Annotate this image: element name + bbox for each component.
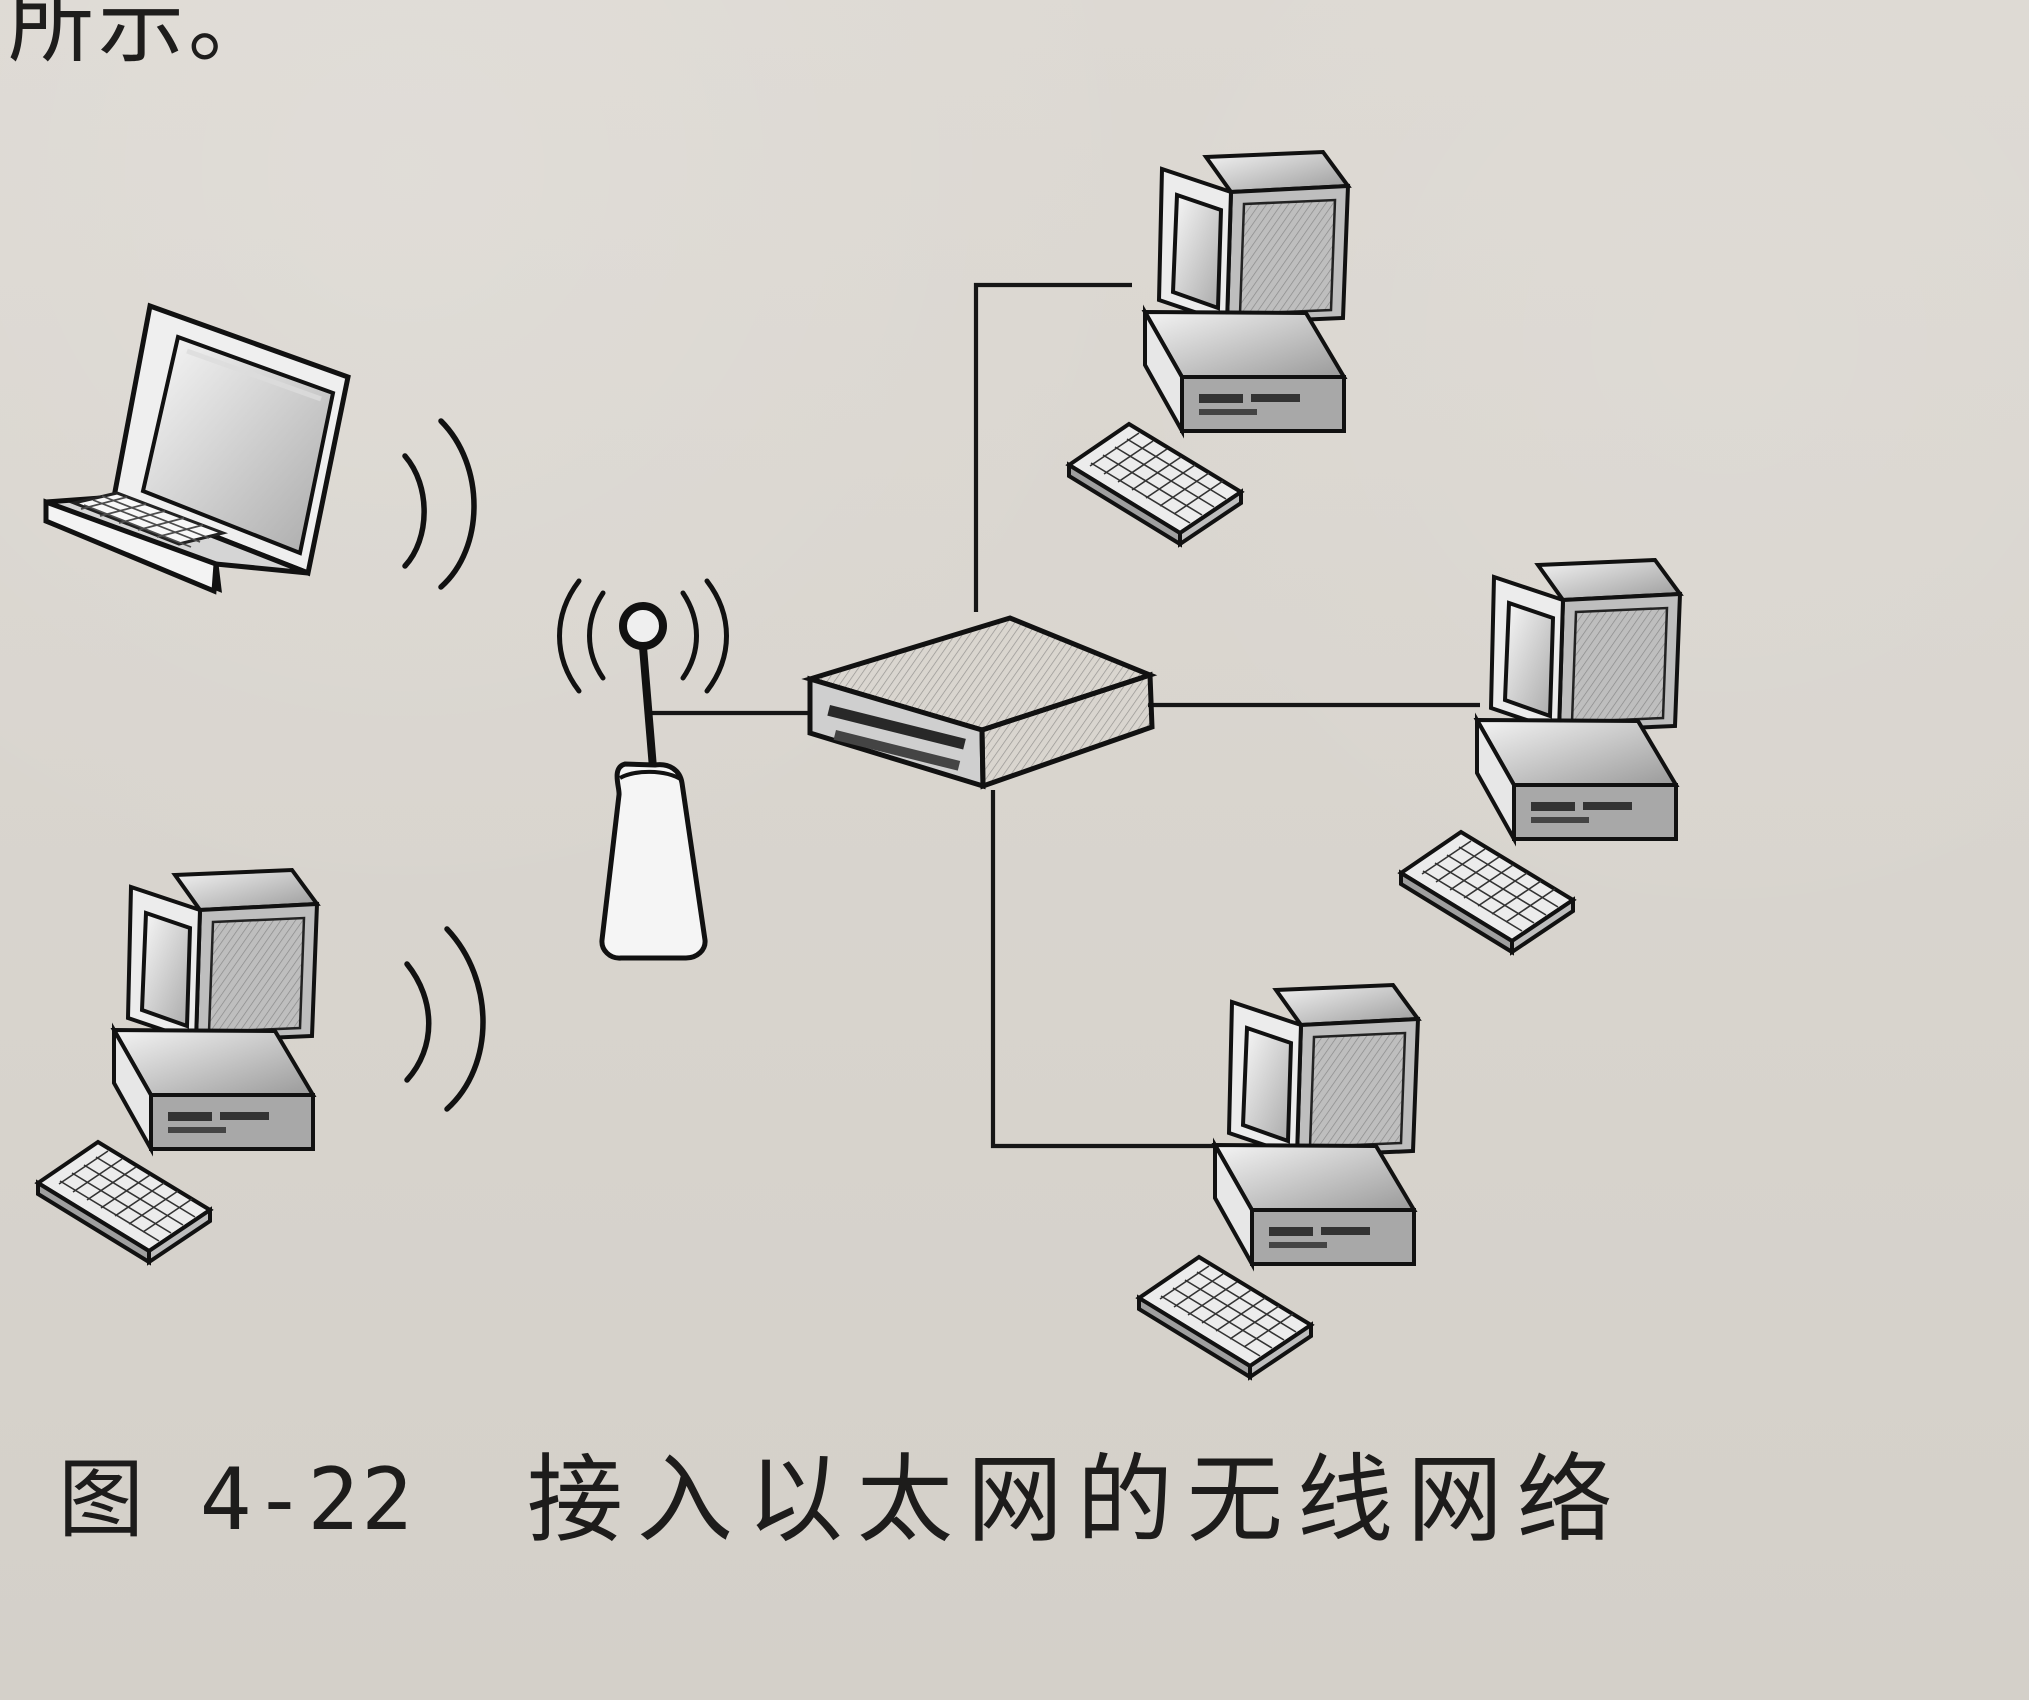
top-desktop-icon: [1067, 150, 1350, 546]
figure-number: 图 4-22: [58, 1450, 415, 1550]
wireless-desktop-icon: [36, 868, 319, 1264]
laptop-wireless-signal-icon: [402, 418, 477, 590]
laptop-icon: [43, 302, 351, 595]
right-desktop-icon: [1399, 558, 1682, 954]
desktop-wireless-signal-icon: [404, 926, 486, 1112]
figure-caption: 图 4-22 接入以太网的无线网络: [58, 1430, 1627, 1570]
wired-connections: [651, 282, 1480, 1149]
bottom-desktop-icon: [1137, 983, 1420, 1379]
page-top-text-fragment: 所示。: [8, 0, 278, 75]
figure-title: 接入以太网的无线网络: [526, 1444, 1627, 1556]
wireless-access-point-icon: [557, 578, 729, 961]
ethernet-hub-icon: [801, 615, 1158, 790]
